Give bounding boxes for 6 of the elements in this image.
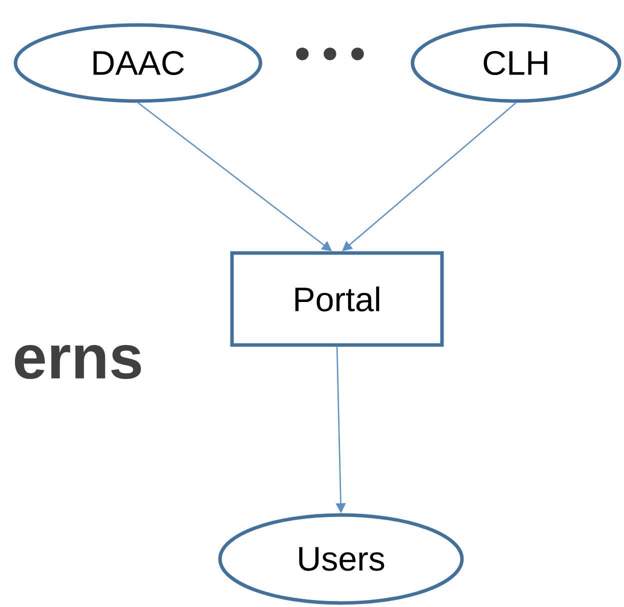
- heading-text: erns: [14, 345, 141, 379]
- process-box: Portal: [230, 251, 444, 347]
- ellipse-node: Users: [218, 513, 464, 605]
- ellipse-node: DAAC: [14, 23, 262, 103]
- dots: • • •: [296, 48, 364, 60]
- ellipse-node: CLH: [410, 23, 622, 103]
